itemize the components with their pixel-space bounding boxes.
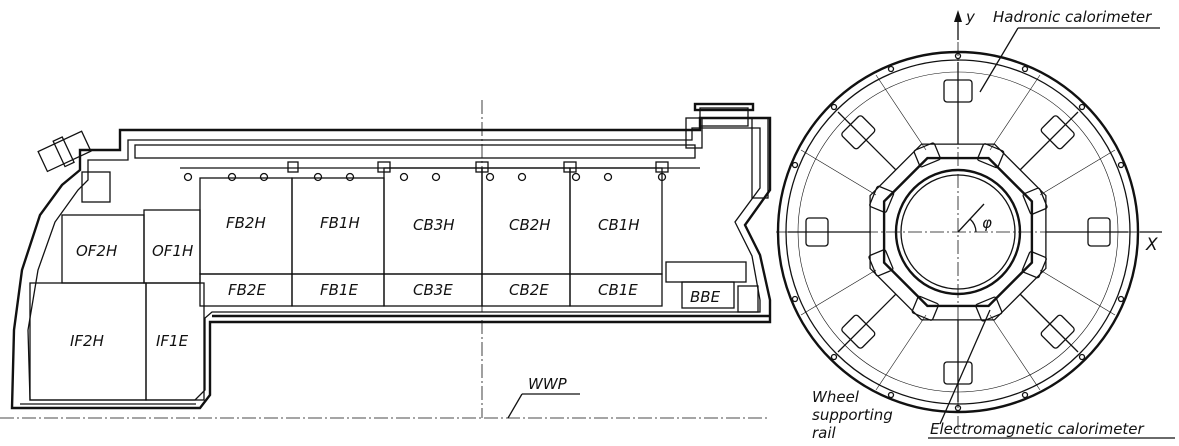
top-rollers xyxy=(183,172,667,182)
rail-label-line-2: supporting xyxy=(812,406,893,424)
label-wwp: WWP xyxy=(528,375,568,393)
ring-bolts xyxy=(791,52,1125,412)
label-fb2e: FB2E xyxy=(228,281,266,299)
side-view: OF2H OF1H IF2H IF1E FB2H FB1H FB2E FB1E … xyxy=(0,100,772,419)
radial-spokes xyxy=(788,62,1128,402)
label-of2h: OF2H xyxy=(76,242,117,260)
outer-vessel-outline xyxy=(10,116,772,410)
hadronic-calorimeter-label: Hadronic calorimeter xyxy=(993,8,1152,26)
inner-vessel-outline xyxy=(27,127,761,401)
label-bbe: BBE xyxy=(690,288,721,306)
outer-ring xyxy=(776,50,1140,414)
label-cb1h: CB1H xyxy=(598,216,640,234)
label-if1e: IF1E xyxy=(156,332,189,350)
module-if1e xyxy=(145,282,205,401)
label-cb3e: CB3E xyxy=(413,281,453,299)
module-cb1e xyxy=(569,273,663,307)
label-cb1e: CB1E xyxy=(598,281,638,299)
rail-label-line-1: Wheel xyxy=(812,388,860,406)
inner-bore xyxy=(894,168,1022,296)
end-view: y X φ Hadronic calorimeter Electromagnet… xyxy=(776,8,1175,442)
outer-ring-inner xyxy=(785,59,1131,405)
label-cb2e: CB2E xyxy=(509,281,549,299)
mounting-plates xyxy=(805,79,1111,385)
label-cb2h: CB2H xyxy=(509,216,551,234)
phi-label: φ xyxy=(982,214,992,232)
label-cb3h: CB3H xyxy=(413,216,455,234)
label-fb2h: FB2H xyxy=(226,214,266,232)
label-of1h: OF1H xyxy=(152,242,193,260)
top-chimney xyxy=(699,107,749,127)
y-axis-arrow xyxy=(954,10,962,22)
inner-octagon xyxy=(882,156,1034,308)
top-support-rail xyxy=(134,144,696,159)
left-feedthrough xyxy=(37,130,92,173)
label-if2h: IF2H xyxy=(70,332,104,350)
y-axis-label: y xyxy=(965,8,976,26)
electromagnetic-calorimeter-label: Electromagnetic calorimeter xyxy=(930,420,1145,438)
x-axis-label: X xyxy=(1145,235,1158,255)
label-fb1e: FB1E xyxy=(320,281,358,299)
hadronic-leader xyxy=(979,27,1019,93)
wwp-leader xyxy=(507,393,523,419)
rail-label-line-3: rail xyxy=(812,424,837,442)
em-leader xyxy=(939,309,991,425)
label-fb1h: FB1H xyxy=(320,214,360,232)
